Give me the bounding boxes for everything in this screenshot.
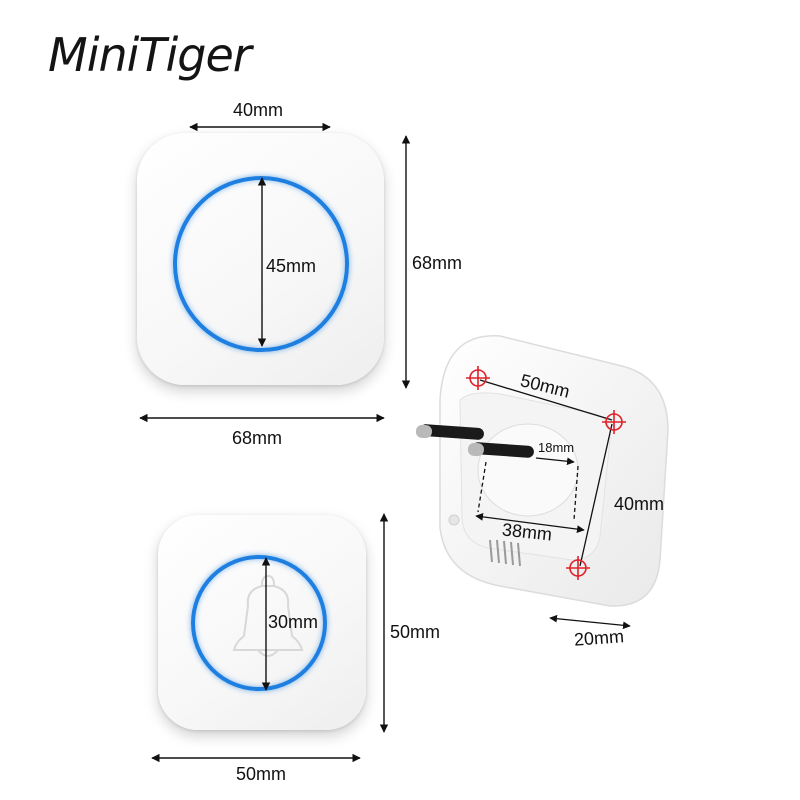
small-width-label: 50mm	[236, 764, 287, 784]
marker-top-left	[466, 366, 490, 390]
receiver-dimensions	[475, 379, 631, 630]
large-button-dimensions	[139, 122, 411, 423]
small-bell-label: 30mm	[268, 612, 319, 632]
plug-pins	[415, 424, 534, 458]
receiver-side-label: 40mm	[614, 494, 665, 514]
plug-in-receiver	[415, 335, 669, 607]
small-height-label: 50mm	[390, 622, 441, 642]
receiver-depth-label: 20mm	[573, 626, 625, 650]
large-ring-diameter-label: 45mm	[266, 256, 317, 276]
large-height-label: 68mm	[412, 253, 463, 273]
marker-bottom-right	[566, 556, 590, 580]
large-top-width-label: 40mm	[233, 100, 284, 120]
mounting-hole-markers	[466, 366, 626, 580]
speaker-grille	[489, 539, 521, 567]
marker-top-right	[602, 410, 626, 434]
receiver-plug-label: 18mm	[538, 440, 575, 455]
large-width-label: 68mm	[232, 428, 283, 448]
small-button-dimensions	[151, 513, 389, 763]
brand-logo: MiniTiger	[48, 28, 252, 82]
small-button-ring	[191, 555, 327, 691]
